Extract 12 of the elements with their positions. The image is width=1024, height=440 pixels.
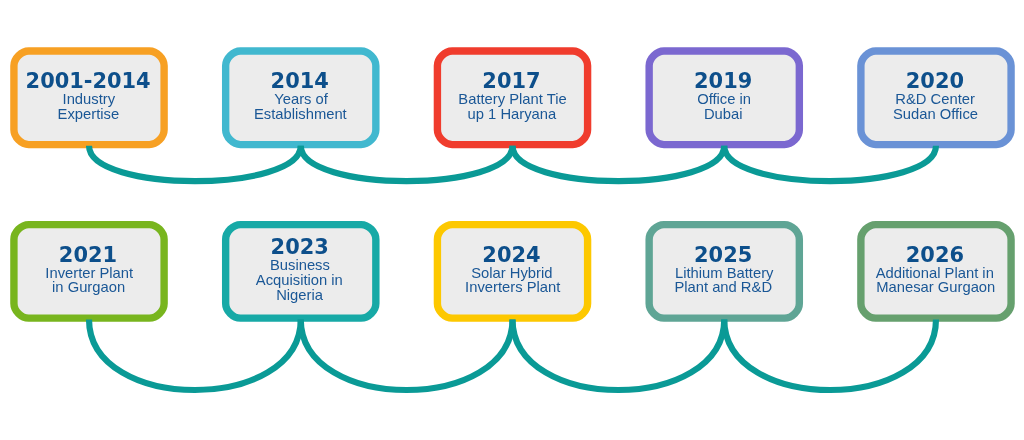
node-box: 2017 Battery Plant Tie up 1 Haryana xyxy=(433,46,591,148)
node-box: 2024 Solar Hybrid Inverters Plant xyxy=(433,220,591,322)
connector xyxy=(85,144,304,184)
node-box: 2026 Additional Plant in Manesar Gurgaon xyxy=(856,220,1015,322)
node-box: 2019 Office in Dubai xyxy=(644,46,803,148)
node-box: 2020 R&D Center Sudan Office xyxy=(856,46,1015,148)
node-box: 2025 Lithium Battery Plant and R&D xyxy=(644,220,803,322)
node-box: 2001-2014 Industry Expertise xyxy=(9,46,168,148)
node-box: 2021 Inverter Plant in Gurgaon xyxy=(9,220,168,322)
connector xyxy=(85,318,304,393)
node-box: 2023 Business Acquisition in Nigeria xyxy=(221,220,380,322)
node-box: 2014 Years of Establishment xyxy=(221,46,380,148)
